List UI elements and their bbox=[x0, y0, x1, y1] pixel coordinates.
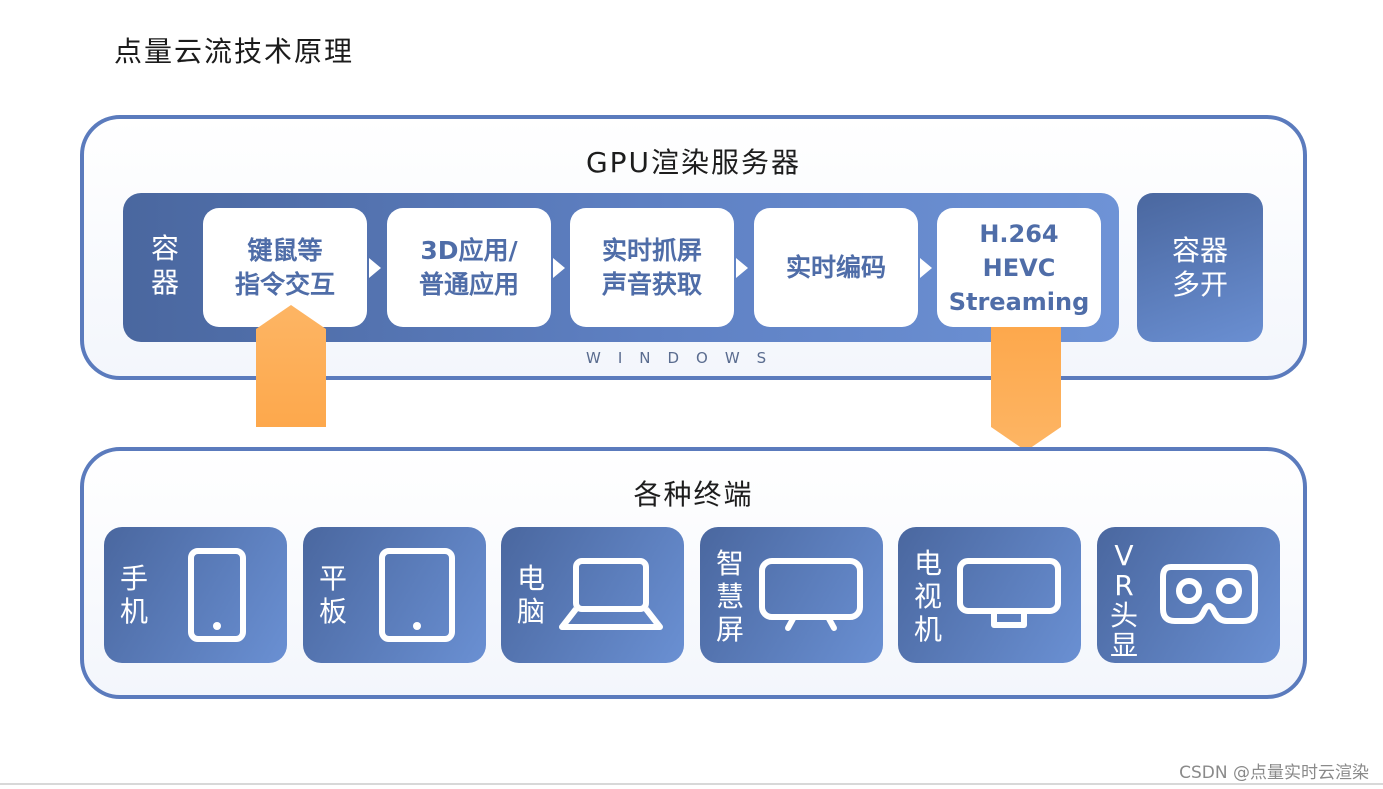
page-title: 点量云流技术原理 bbox=[114, 35, 355, 68]
os-label: WINDOWS bbox=[586, 349, 784, 367]
down-arrow-icon bbox=[991, 327, 1061, 451]
divider bbox=[0, 783, 1383, 785]
step-application: 3D应用/ 普通应用 bbox=[387, 208, 551, 327]
gpu-server-title: GPU渲染服务器 bbox=[585, 146, 802, 179]
device-card-tablet: 平 板 bbox=[303, 527, 486, 663]
chevron-right-icon bbox=[369, 258, 381, 278]
tablet-icon bbox=[379, 548, 455, 642]
multi-container-box: 容器 多开 bbox=[1137, 193, 1263, 342]
device-card-smart-screen: 智 慧 屏 bbox=[700, 527, 883, 663]
device-card-vr: VR头显 bbox=[1097, 527, 1280, 663]
smart-screen-icon bbox=[759, 558, 863, 631]
chevron-right-icon bbox=[736, 258, 748, 278]
chevron-right-icon bbox=[553, 258, 565, 278]
vr-headset-icon bbox=[1160, 564, 1258, 624]
device-label: 智 慧 屏 bbox=[715, 547, 744, 646]
step-streaming: H.264 HEVC Streaming bbox=[937, 208, 1101, 327]
terminals-title: 各种终端 bbox=[633, 478, 754, 511]
phone-icon bbox=[188, 548, 246, 642]
up-arrow-icon bbox=[256, 305, 326, 427]
tv-icon bbox=[957, 558, 1061, 628]
device-label: 电 脑 bbox=[516, 562, 545, 628]
device-label: 手 机 bbox=[119, 562, 148, 628]
multi-container-label: 容器 多开 bbox=[1171, 233, 1228, 301]
step-label: 键鼠等 指令交互 bbox=[234, 235, 335, 299]
step-label: H.264 HEVC Streaming bbox=[948, 219, 1090, 316]
chevron-right-icon bbox=[920, 258, 932, 278]
device-label: 电 视 机 bbox=[913, 547, 942, 646]
step-label: 实时编码 bbox=[785, 252, 886, 282]
watermark: CSDN @点量实时云渲染 bbox=[1179, 763, 1369, 783]
step-label: 实时抓屏 声音获取 bbox=[601, 235, 702, 299]
device-label: 平 板 bbox=[318, 562, 347, 628]
device-card-phone: 手 机 bbox=[104, 527, 287, 663]
device-card-tv: 电 视 机 bbox=[898, 527, 1081, 663]
step-capture: 实时抓屏 声音获取 bbox=[570, 208, 734, 327]
container-label: 容器 bbox=[150, 232, 179, 299]
device-card-laptop: 电 脑 bbox=[501, 527, 684, 663]
step-label: 3D应用/ 普通应用 bbox=[418, 235, 519, 299]
step-input-interaction: 键鼠等 指令交互 bbox=[203, 208, 367, 327]
step-encoding: 实时编码 bbox=[754, 208, 918, 327]
laptop-icon bbox=[559, 558, 663, 630]
device-label: VR头显 bbox=[1109, 539, 1138, 662]
